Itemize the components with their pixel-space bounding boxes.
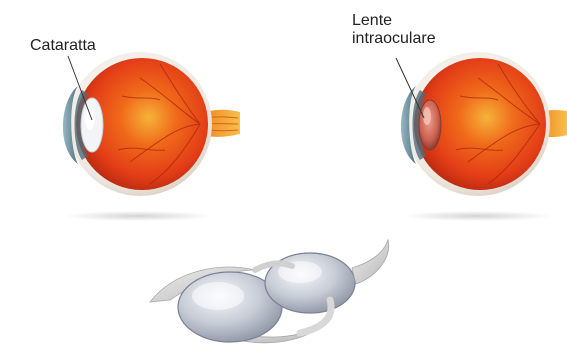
eye-shadow bbox=[402, 211, 552, 221]
cataract-label: Cataratta bbox=[30, 37, 96, 55]
intraocular-lens bbox=[419, 100, 441, 150]
intraocular-lens-label-line1: Lente bbox=[352, 12, 436, 30]
eye-with-cataract-icon bbox=[63, 52, 240, 221]
eye-with-intraocular-lens-icon bbox=[396, 52, 567, 221]
intraocular-lens-label-line2: intraoculare bbox=[352, 30, 436, 48]
intraocular-lens-label: Lente intraoculare bbox=[352, 12, 436, 48]
intraocular-lens-implants-icon bbox=[150, 240, 389, 343]
eye-shadow bbox=[63, 211, 213, 221]
